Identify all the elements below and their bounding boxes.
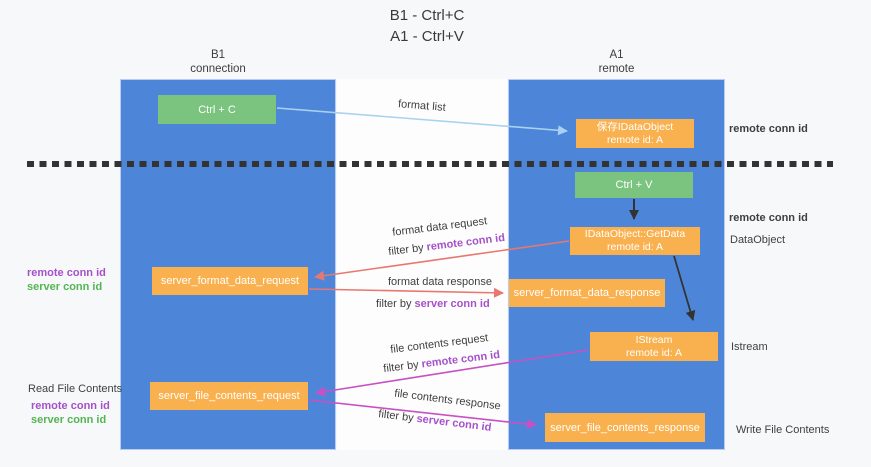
label-server-conn-id-left-bottom: server conn id bbox=[31, 414, 107, 426]
title-line1: B1 - Ctrl+C bbox=[389, 7, 465, 24]
getdata-line1: IDataObject::GetData bbox=[584, 228, 686, 240]
lane-header-b1: B1 connection bbox=[110, 48, 326, 76]
label-remote-conn-id-right-mid: remote conn id bbox=[729, 212, 808, 224]
label-remote-conn-id-left-top: remote conn id bbox=[27, 267, 106, 279]
lane-a1-name: A1 bbox=[609, 49, 624, 61]
node-server-format-data-response: server_format_data_response bbox=[509, 279, 665, 307]
node-ctrl-c: Ctrl + C bbox=[158, 95, 276, 124]
node-server-file-contents-response: server_file_contents_response bbox=[545, 413, 705, 442]
server-conn-id-text: server conn id bbox=[414, 298, 490, 310]
node-save-idataobject: 保存IDataObject remote id: A bbox=[576, 119, 694, 148]
title-line2: A1 - Ctrl+V bbox=[390, 28, 464, 45]
ctrl-v-label: Ctrl + V bbox=[615, 179, 653, 191]
label-conn-ids-left-top: remote conn id server conn id bbox=[27, 266, 106, 294]
label-remote-conn-id-left-bottom: remote conn id bbox=[31, 400, 110, 412]
ctrl-c-label: Ctrl + C bbox=[198, 103, 236, 116]
diagram-title: B1 - Ctrl+C A1 - Ctrl+V bbox=[327, 5, 527, 47]
istream-line2: remote id: A bbox=[625, 346, 683, 359]
node-istream: IStream remote id: A bbox=[590, 332, 718, 361]
node-server-file-contents-request: server_file_contents_request bbox=[150, 382, 308, 410]
file-request-label: server_file_contents_request bbox=[158, 390, 300, 402]
format-request-label: server_format_data_request bbox=[160, 275, 300, 287]
label-istream: Istream bbox=[731, 341, 768, 353]
lane-b1-role: connection bbox=[190, 63, 246, 75]
label-dataobject: DataObject bbox=[730, 234, 786, 246]
node-server-format-data-request: server_format_data_request bbox=[152, 267, 308, 295]
label-write-file-contents: Write File Contents bbox=[736, 424, 830, 436]
file-response-label: server_file_contents_response bbox=[550, 421, 700, 434]
annotation-format-data-response: format data response bbox=[388, 276, 492, 288]
save-idataobject-line1: 保存IDataObject bbox=[596, 120, 674, 133]
lane-a1-role: remote bbox=[598, 63, 635, 75]
getdata-line2: remote id: A bbox=[606, 241, 664, 253]
label-read-file-contents: Read File Contents bbox=[28, 383, 123, 395]
label-conn-ids-left-bottom: remote conn id server conn id bbox=[31, 399, 110, 427]
istream-line1: IStream bbox=[635, 333, 673, 346]
lane-b1-name: B1 bbox=[210, 49, 226, 61]
label-remote-conn-id-right-top: remote conn id bbox=[729, 123, 808, 135]
node-ctrl-v: Ctrl + V bbox=[575, 172, 693, 198]
label-server-conn-id-left-top: server conn id bbox=[27, 281, 103, 293]
lane-header-a1: A1 remote bbox=[508, 48, 725, 76]
node-idataobject-getdata: IDataObject::GetData remote id: A bbox=[570, 227, 700, 255]
save-idataobject-line2: remote id: A bbox=[606, 133, 664, 146]
format-response-label: server_format_data_response bbox=[513, 287, 661, 299]
filter-by-text: filter by bbox=[376, 298, 412, 310]
